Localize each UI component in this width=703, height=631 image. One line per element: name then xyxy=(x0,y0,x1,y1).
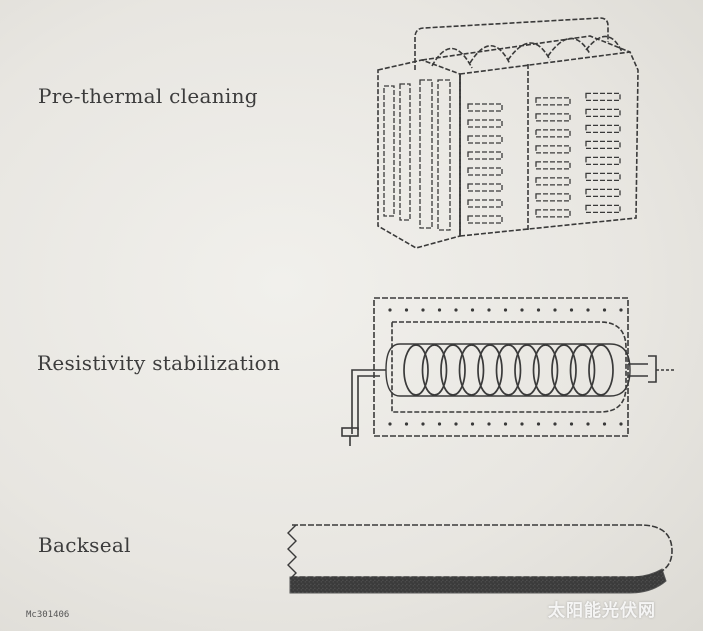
step-label-backseal: Backseal xyxy=(38,533,131,557)
tube-furnace-icon xyxy=(341,297,674,446)
figure-number: Mc301406 xyxy=(26,610,70,620)
wafer-backseal-icon xyxy=(287,524,673,594)
step-label-pre-thermal-cleaning: Pre-thermal cleaning xyxy=(38,84,258,108)
cleaning-basket-icon xyxy=(377,17,639,249)
site-watermark: 太阳能光伏网 xyxy=(548,601,656,621)
step-label-resistivity-stabilization: Resistivity stabilization xyxy=(37,351,281,375)
